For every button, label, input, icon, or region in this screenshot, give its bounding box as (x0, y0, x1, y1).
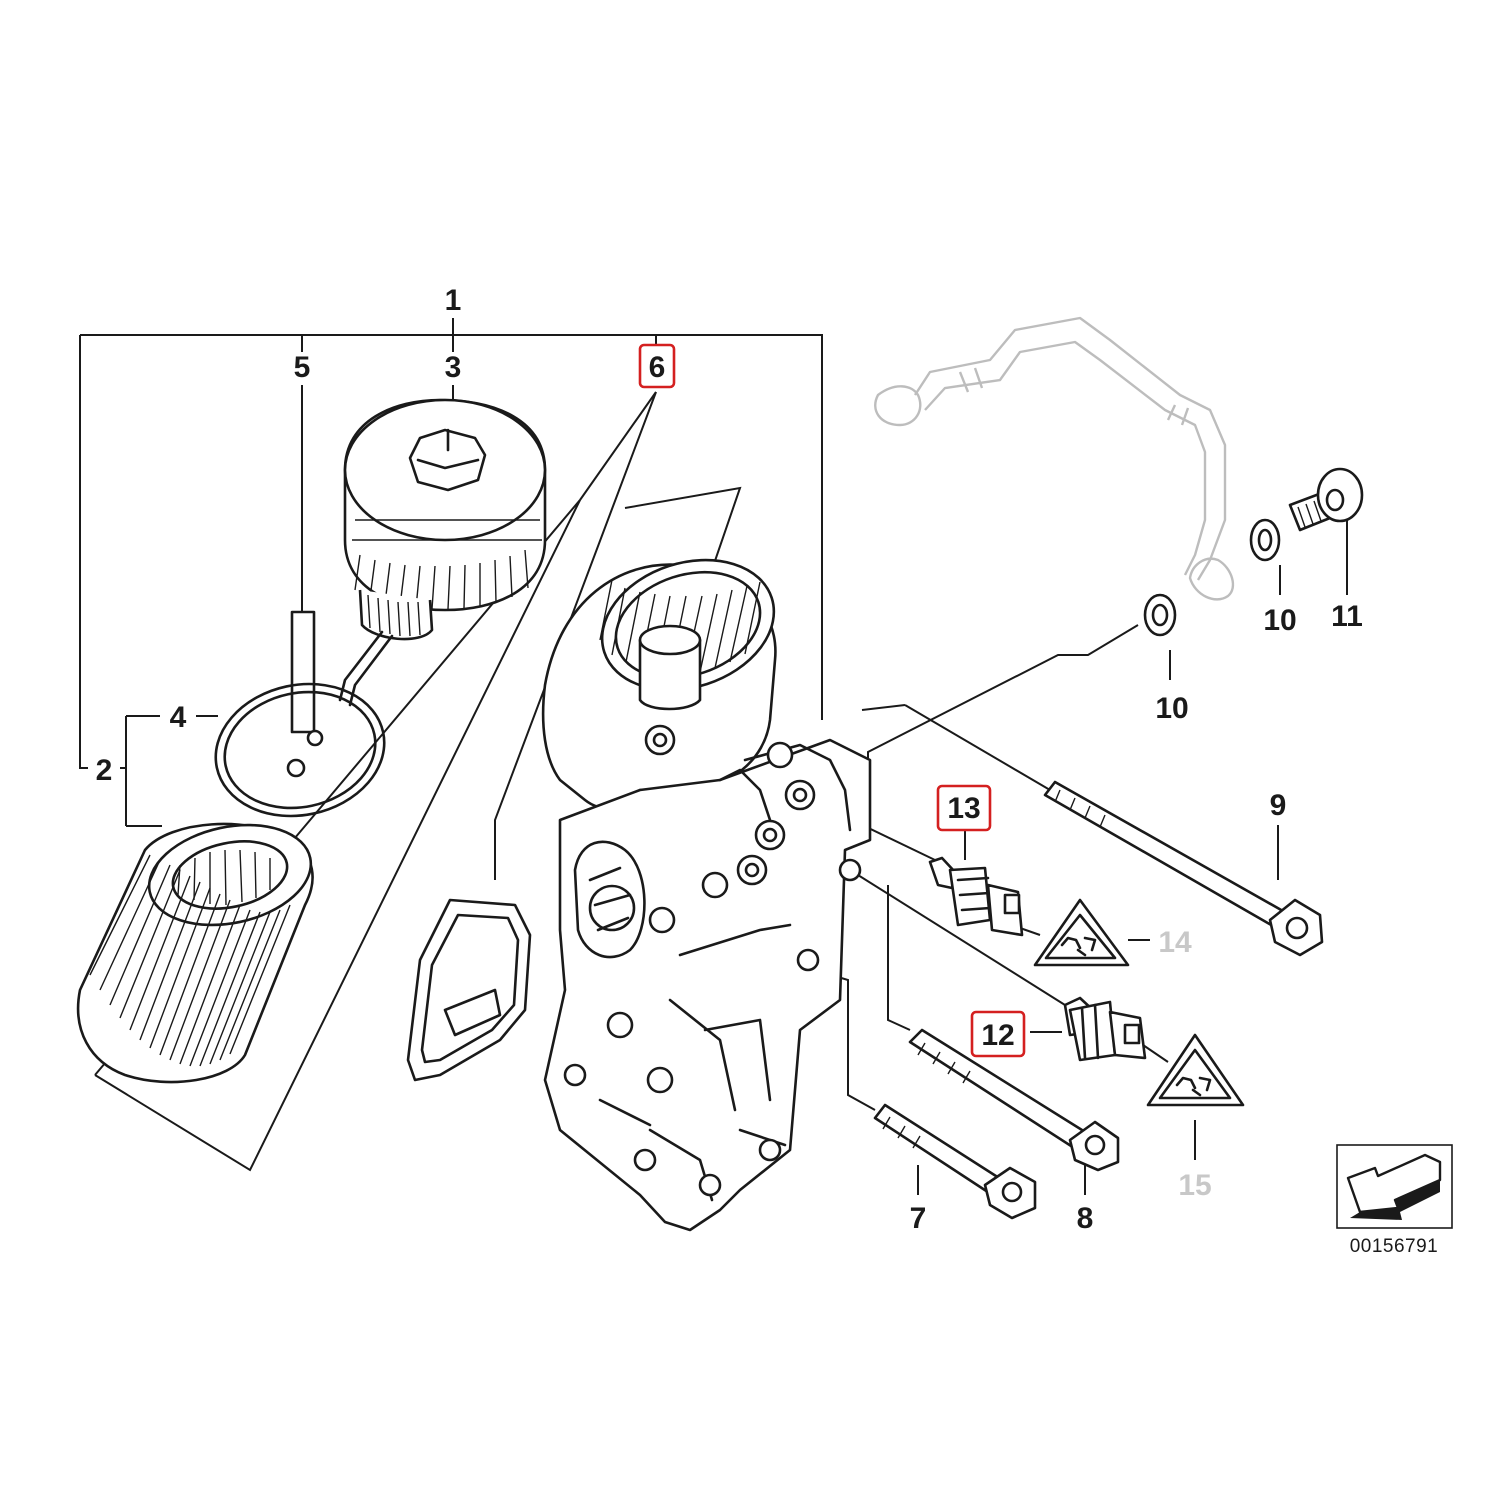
warning-label-part-14 (1033, 898, 1130, 967)
callout-12[interactable]: 12 (981, 1019, 1014, 1052)
breather-hose (874, 316, 1235, 601)
washer-part-10-upper (1249, 518, 1281, 562)
orientation-arrow-box (1336, 1144, 1453, 1229)
callout-9[interactable]: 9 (1270, 789, 1287, 822)
callout-8[interactable]: 8 (1077, 1202, 1094, 1235)
gasket-part-6 (406, 898, 532, 1082)
bolt-part-9 (1043, 780, 1324, 957)
callout-7[interactable]: 7 (910, 1202, 927, 1235)
filter-element-part-2 (76, 822, 314, 1084)
callout-1[interactable]: 1 (445, 284, 462, 317)
callout-10-upper[interactable]: 10 (1263, 604, 1296, 637)
callout-3[interactable]: 3 (445, 351, 462, 384)
o-rings-part-5 (286, 610, 324, 778)
pressure-switch-part-12 (1063, 996, 1147, 1062)
highlight-box-6 (638, 343, 676, 389)
warning-label-part-15 (1146, 1033, 1245, 1107)
seal-ring-part-4 (214, 682, 386, 818)
bolt-part-8 (908, 1028, 1120, 1172)
callout-4[interactable]: 4 (170, 701, 187, 734)
callout-13[interactable]: 13 (947, 792, 980, 825)
highlight-box-13 (936, 784, 992, 832)
banjo-bolt-part-11 (1288, 467, 1364, 532)
callout-6[interactable]: 6 (649, 351, 666, 384)
oil-filter-housing (541, 558, 872, 1232)
bolt-part-7 (873, 1103, 1037, 1220)
bracket-lines (79, 318, 1348, 1195)
callout-10-lower[interactable]: 10 (1155, 692, 1188, 725)
temp-sender-part-13 (928, 856, 1024, 937)
callout-5[interactable]: 5 (294, 351, 311, 384)
diagram-reference-number: 00156791 (1350, 1236, 1439, 1257)
highlight-box-12 (970, 1010, 1026, 1058)
washer-part-10-lower (1143, 593, 1177, 637)
filter-cap-part-3 (338, 398, 547, 707)
callout-11[interactable]: 11 (1331, 600, 1363, 633)
callout-14[interactable]: 14 (1158, 926, 1192, 959)
callout-15[interactable]: 15 (1178, 1169, 1211, 1202)
callout-2[interactable]: 2 (96, 754, 113, 787)
